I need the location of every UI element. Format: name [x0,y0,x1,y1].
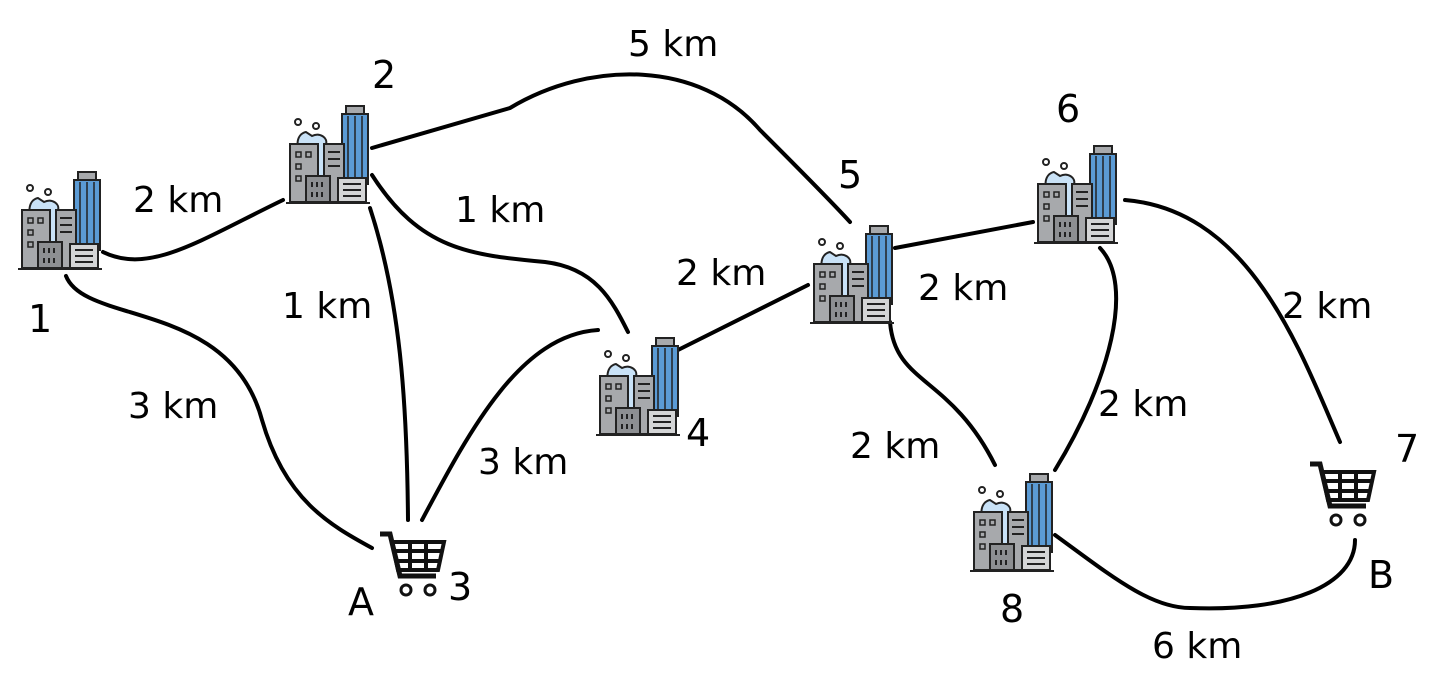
edge-label-1-3: 3 km [128,386,218,427]
building-icon-node-8 [969,473,1055,572]
node-label-5: 5 [838,153,862,197]
node-label-1: 1 [28,297,52,341]
node-label-8: 8 [1000,587,1024,631]
node-label-3: 3 [448,565,472,609]
edge-6-7 [1123,198,1342,444]
node-label-7: 7 [1395,427,1419,471]
edge-label-6-7: 2 km [1282,286,1372,327]
edge-1-3 [64,274,374,550]
building-icon-node-5 [809,225,895,324]
edge-2-4 [370,173,630,334]
edge-label-3-4: 3 km [478,442,568,483]
node-label-2: 2 [372,53,396,97]
edge-3-4 [420,328,600,522]
building-icon-node-6 [1033,145,1119,244]
node-label-4: 4 [686,411,710,455]
building-icon-node-1 [17,171,103,270]
node-label-6: 6 [1056,87,1080,131]
edge-6-8 [1053,246,1119,472]
edge-label-4-5: 2 km [676,253,766,294]
building-icon-node-2 [285,105,371,204]
edge-2-3 [368,206,410,522]
edge-label-5-8: 2 km [850,426,940,467]
edge-label-2-4: 1 km [455,190,545,231]
edge-label-2-5: 5 km [628,24,718,65]
cart-icon-node-3 [380,534,444,595]
edge-1-2 [101,198,285,262]
edge-8-7 [1053,533,1357,611]
edge-label-2-3: 1 km [282,286,372,327]
edge-label-6-8: 2 km [1098,384,1188,425]
cart-icon-node-7 [1310,464,1374,525]
edge-4-5 [676,283,810,352]
building-icon-node-4 [595,337,681,436]
store-label-B: B [1368,553,1394,597]
edge-2-5 [370,72,852,224]
edge-5-8 [888,320,997,467]
edge-label-1-2: 2 km [133,180,223,221]
edge-label-8-7: 6 km [1152,626,1242,667]
edge-5-6 [893,220,1035,250]
edge-label-5-6: 2 km [918,268,1008,309]
store-label-A: A [348,580,374,624]
